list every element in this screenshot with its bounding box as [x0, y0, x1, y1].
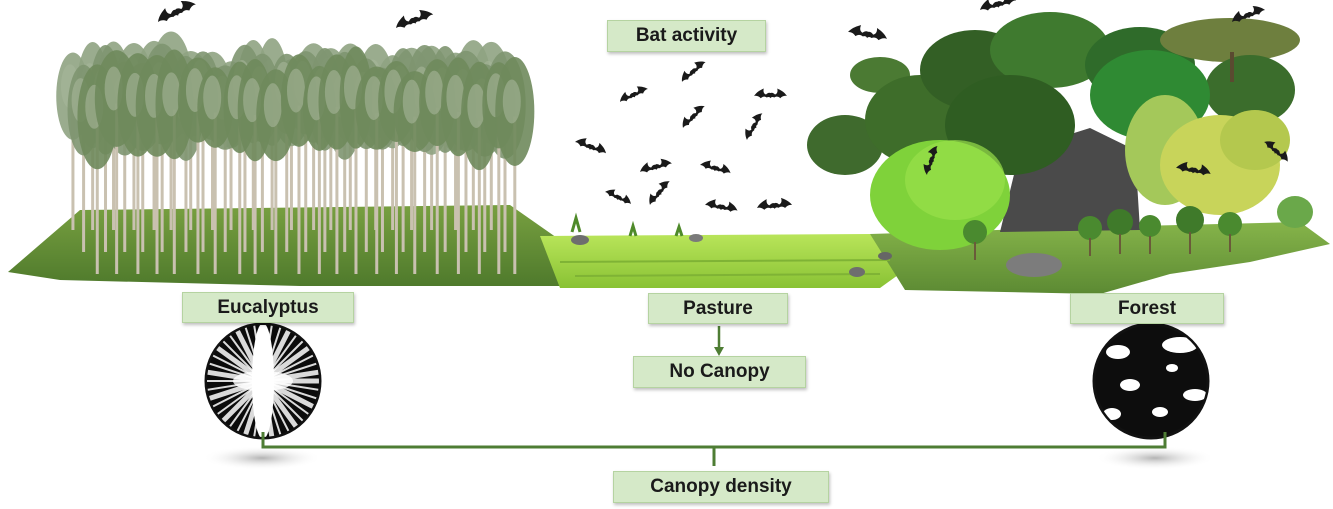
forest-canopy [807, 12, 1313, 260]
eucalyptus-label: Eucalyptus [182, 292, 354, 323]
pasture-label: Pasture [648, 293, 788, 324]
bat-activity-label: Bat activity [607, 20, 766, 52]
forest-canopy-photo [1092, 322, 1210, 440]
eucalyptus-grove [56, 31, 535, 274]
forest-shadow [1095, 446, 1215, 470]
canopy-density-connector [261, 432, 1167, 466]
eucalyptus-canopy-photo [204, 322, 322, 440]
eucalyptus-shadow [202, 446, 322, 470]
pasture-rocks [570, 212, 1062, 277]
bat-flock [158, 0, 1288, 212]
no-canopy-label: No Canopy [633, 356, 806, 388]
canopy-density-label: Canopy density [613, 471, 829, 503]
pasture-arrow [714, 326, 724, 356]
forest-label: Forest [1070, 293, 1224, 324]
ground [8, 205, 1330, 294]
